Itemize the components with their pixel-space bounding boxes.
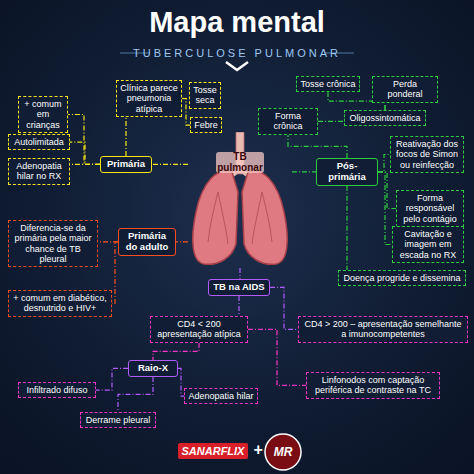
note-box: Perda ponderal — [372, 76, 438, 103]
node-text: Pós-primária — [320, 161, 374, 183]
node-text: Forma crônica — [262, 111, 314, 132]
note-box: CD4 < 200 apresentação atípica — [150, 316, 248, 343]
note-box: Diferencia-se da primária pela maior cha… — [8, 220, 98, 267]
note-box: Tosse seca — [189, 82, 221, 109]
node-text: Clínica parece pneumonia atípica — [120, 83, 178, 114]
node-text: Oligossintomática — [348, 113, 422, 123]
connector — [68, 115, 100, 165]
topic-box: Primária — [100, 156, 152, 173]
connector — [378, 155, 390, 172]
connector — [125, 117, 126, 156]
note-box: Linfonodos com captação periférica de co… — [306, 372, 440, 399]
node-text: Primária do adulto — [122, 231, 172, 253]
connector — [176, 241, 188, 242]
node-text: Adenopatia hilar — [188, 391, 254, 401]
note-box: Adenopatia hilar no RX — [8, 158, 70, 185]
chevron — [226, 62, 248, 70]
connector — [70, 142, 100, 164]
node-text: CD4 > 200 – apresentação semelhante a im… — [302, 319, 464, 340]
connector — [318, 121, 344, 122]
note-box: Adenopatia hilar — [184, 388, 258, 404]
connector — [96, 368, 128, 390]
topic-box: TB na AIDS — [208, 279, 270, 296]
note-box: Cavitação e imagem em escada no RX — [392, 226, 464, 263]
node-text: CD4 < 200 apresentação atípica — [154, 319, 244, 340]
subtitle: TUBERCULOSE PULMONAR — [0, 47, 474, 59]
node-text: Perda ponderal — [376, 79, 434, 100]
node-text: Infiltrado difuso — [22, 385, 92, 395]
connector — [384, 103, 385, 110]
node-text: Cavitação e imagem em escada no RX — [396, 229, 460, 260]
note-box: Doença progride e dissemina — [338, 270, 466, 286]
node-text: Primária — [104, 159, 148, 170]
lung-node: TB pulmonar — [188, 132, 292, 268]
note-box: Forma responsável pelo contágio — [396, 190, 464, 227]
logo-circle — [265, 434, 301, 470]
note-box: Reativação dos focos de Simon ou reinfec… — [390, 136, 464, 173]
topic-box: Primária do adulto — [118, 228, 176, 256]
topic-box: Raio-X — [128, 360, 178, 377]
node-text: Diferencia-se da primária pela maior cha… — [12, 223, 94, 264]
logo-text: MR — [268, 445, 298, 459]
logo-text: SANARFLIX — [178, 443, 248, 459]
node-text: + comum em diabético, desnutrido e HIV+ — [12, 293, 108, 314]
node-text: Autolimitada — [12, 137, 66, 147]
node-text: Raio-X — [132, 363, 174, 374]
note-box: + comum em diabético, desnutrido e HIV+ — [8, 290, 112, 317]
connector — [346, 186, 347, 270]
connector — [288, 135, 347, 158]
connector — [152, 164, 188, 165]
node-text: Tosse crônica — [300, 79, 356, 89]
connector — [378, 172, 396, 209]
note-box: Infiltrado difuso — [18, 382, 96, 398]
note-box: Tosse crônica — [296, 76, 360, 92]
connector — [238, 296, 239, 316]
connector — [378, 172, 392, 245]
note-box: Oligossintomática — [344, 110, 426, 126]
node-text: TB pulmonar — [216, 152, 264, 173]
node-text: Derrame pleural — [84, 415, 152, 425]
note-box: Derrame pleural — [80, 412, 156, 428]
node-text: Adenopatia hilar no RX — [12, 161, 66, 182]
connector — [292, 171, 316, 172]
node-text: Linfonodos com captação periférica de co… — [310, 375, 436, 396]
note-box: Forma crônica — [258, 108, 318, 135]
note-box: + comum em crianças — [18, 96, 68, 133]
node-text: Tosse seca — [193, 85, 217, 106]
connector — [153, 343, 199, 360]
plus-sign: + — [252, 441, 264, 459]
note-box: Clínica parece pneumonia atípica — [116, 80, 182, 117]
connector — [118, 377, 153, 412]
title: Mapa mental — [0, 6, 474, 39]
connector — [239, 268, 240, 279]
node-text: Forma responsável pelo contágio — [400, 193, 460, 224]
connector — [70, 164, 100, 165]
node-text: Reativação dos focos de Simon ou reinfec… — [394, 139, 460, 170]
note-box: Autolimitada — [8, 134, 70, 150]
connector — [270, 287, 298, 329]
node-text: TB na AIDS — [212, 282, 266, 293]
node-text: + comum em crianças — [22, 99, 64, 130]
node-text: Febre — [194, 120, 218, 130]
topic-box: Pós-primária — [316, 158, 378, 186]
note-box: Febre — [190, 117, 222, 133]
node-text: Doença progride e dissemina — [342, 273, 462, 283]
note-box: CD4 > 200 – apresentação semelhante a im… — [298, 316, 468, 343]
